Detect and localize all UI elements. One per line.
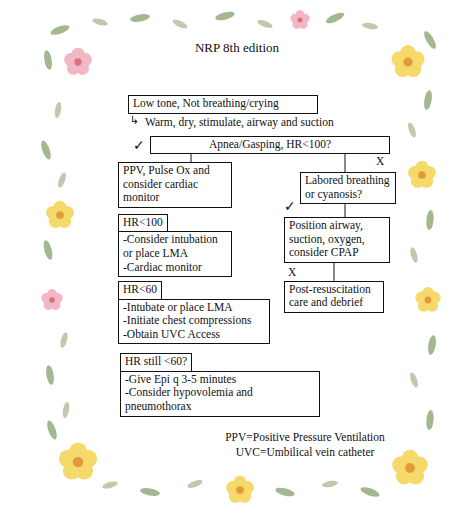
leaf — [408, 371, 419, 388]
flowers — [41, 10, 440, 503]
step-note: Warm, dry, stimulate, airway and suction — [145, 116, 334, 130]
box-text: Position airway, suction, oxygen, consid… — [289, 219, 385, 260]
leaf — [274, 486, 295, 498]
flower — [41, 289, 62, 310]
leaf — [59, 331, 69, 348]
decision-box: Labored breathing or cyanosis? — [300, 172, 396, 204]
box-text: HR<60 — [123, 283, 157, 297]
abbreviation-note: UVC=Umbilical vein catheter — [160, 446, 450, 460]
box-text: -Consider intubation or place LMA — [123, 233, 227, 260]
leaf — [130, 13, 151, 24]
flower — [391, 45, 424, 77]
flower — [226, 476, 254, 503]
process-box: Position airway, suction, oxygen, consid… — [284, 217, 390, 263]
diagram-title: NRP 8th edition — [150, 40, 324, 55]
box-text: -Initiate chest compressions — [123, 314, 265, 328]
action-list: -Intubate or place LMA-Initiate chest co… — [118, 299, 270, 345]
flow-connector — [191, 154, 192, 162]
flower — [59, 443, 97, 480]
box-text: -Consider hypovolemia and pneumothorax — [125, 386, 315, 413]
abbreviation-note: PPV=Positive Pressure Ventilation — [160, 431, 450, 445]
box-text: HR still <60? — [125, 355, 187, 369]
leaf — [91, 17, 108, 27]
leaf — [101, 480, 118, 490]
box-text: Post-resuscitation care and debrief — [289, 283, 379, 310]
leaf — [423, 90, 434, 111]
box-text: PPV, Pulse Ox and consider cardiac monit… — [123, 164, 227, 205]
flower — [64, 48, 92, 75]
flower — [408, 161, 436, 188]
leaf — [427, 335, 438, 356]
leaf — [45, 365, 56, 386]
leaf — [359, 485, 380, 499]
box-text: -Give Epi q 3-5 minutes — [125, 373, 315, 387]
yes-check: ✓ — [133, 137, 145, 154]
condition-tab: HR<60 — [118, 281, 162, 300]
leaf — [49, 23, 70, 37]
leaf — [56, 171, 67, 188]
leaf — [214, 10, 235, 22]
leaf — [43, 50, 54, 71]
start-box: Low tone, Not breathing/crying — [128, 95, 318, 114]
leaf — [426, 410, 435, 431]
box-text: Apnea/Gasping, HR<100? — [155, 138, 385, 152]
box-text: -Cardiac monitor — [123, 261, 227, 275]
leaf — [62, 402, 71, 419]
flower — [415, 287, 440, 312]
leaf — [171, 18, 188, 30]
leaf — [39, 139, 53, 160]
action-list: -Give Epi q 3-5 minutes-Consider hypovol… — [120, 371, 320, 417]
leaf — [45, 419, 59, 440]
flower — [46, 201, 74, 228]
branch-arrow: ↳ — [130, 115, 139, 128]
box-text: Low tone, Not breathing/crying — [133, 97, 313, 111]
leaf — [186, 478, 203, 489]
box-text: -Intubate or place LMA — [123, 301, 265, 315]
process-box: Post-resuscitation care and debrief — [284, 281, 384, 313]
leaf — [426, 210, 435, 231]
box-text: -Obtain UVC Access — [123, 328, 265, 342]
flower — [290, 10, 309, 29]
flower — [392, 450, 428, 485]
decision-box: Apnea/Gasping, HR<100? — [150, 136, 390, 155]
leaf-wreath — [39, 10, 438, 499]
process-box: PPV, Pulse Ox and consider cardiac monit… — [118, 162, 232, 208]
leaf — [140, 487, 161, 498]
flow-connector — [334, 263, 335, 281]
action-list: -Consider intubation or place LMA-Cardia… — [118, 231, 232, 277]
leaf — [362, 22, 379, 31]
leaf — [324, 11, 345, 26]
flow-connector — [345, 204, 346, 217]
leaf — [409, 246, 419, 263]
leaf — [322, 480, 339, 489]
leaf — [54, 102, 63, 119]
leaf — [406, 121, 417, 138]
condition-tab: HR still <60? — [120, 353, 192, 372]
leaf — [42, 239, 54, 260]
no-mark: X — [288, 266, 296, 280]
no-mark: X — [376, 155, 384, 169]
box-text: HR<100 — [123, 216, 163, 230]
condition-tab: HR<100 — [118, 214, 168, 233]
box-text: Labored breathing or cyanosis? — [305, 174, 391, 201]
flow-connector — [345, 154, 346, 172]
leaf — [256, 18, 273, 29]
leaf — [422, 30, 438, 51]
yes-check: ✓ — [284, 198, 296, 215]
